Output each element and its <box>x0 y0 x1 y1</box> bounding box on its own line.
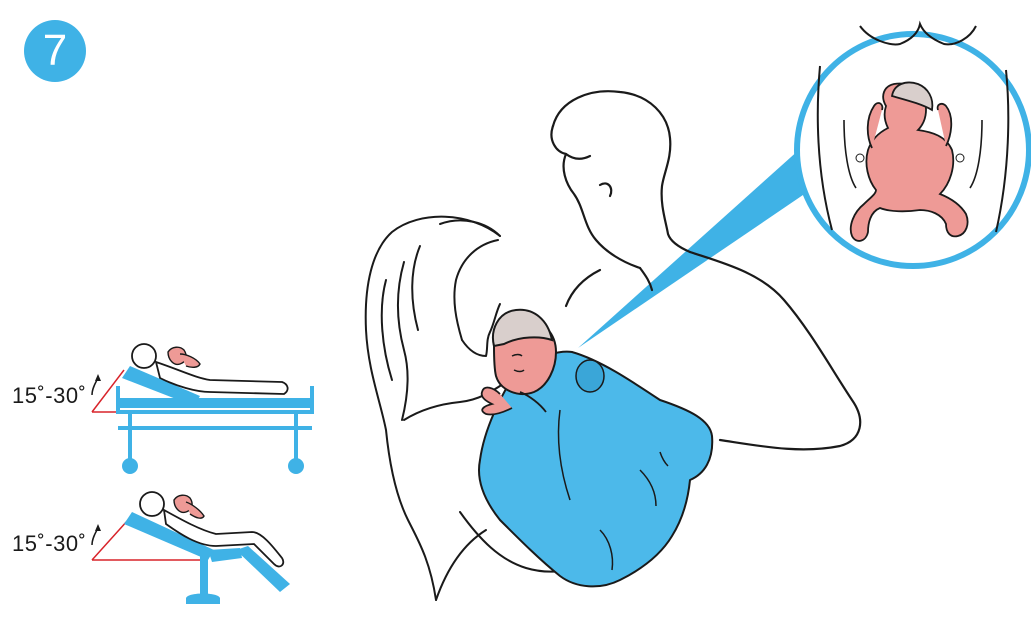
step-number: 7 <box>43 29 67 73</box>
magnifier-callout <box>797 24 1029 266</box>
baby-on-chest <box>479 310 712 587</box>
zoom-beam <box>578 140 828 348</box>
bed-angle-label: 15˚-30˚ <box>12 383 86 409</box>
chair-angle-label: 15˚-30˚ <box>12 531 86 557</box>
step-number-badge: 7 <box>24 20 86 82</box>
reclining-chair-icon <box>92 492 290 604</box>
hospital-bed-icon <box>92 344 312 474</box>
